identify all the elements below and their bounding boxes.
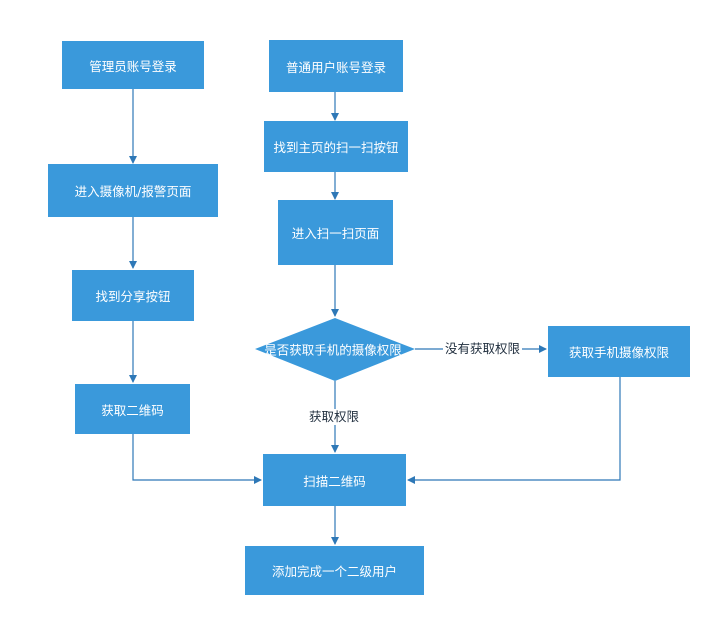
find-scan-button-node: 找到主页的扫一扫按钮 <box>264 121 408 172</box>
enter-scan-page-label: 进入扫一扫页面 <box>291 226 380 241</box>
find-scan-button-label: 找到主页的扫一扫按钮 <box>273 140 399 155</box>
user-login-node: 普通用户账号登录 <box>269 40 403 92</box>
add-sub-user-done-node: 添加完成一个二级用户 <box>245 546 424 595</box>
user-login-label: 普通用户账号登录 <box>285 59 386 75</box>
enter-camera-page-label: 进入摄像机/报警页面 <box>74 184 192 199</box>
admin-login-node: 管理员账号登录 <box>62 41 204 89</box>
scan-qr-code-node: 扫描二维码 <box>263 454 406 506</box>
find-share-button-label: 找到分享按钮 <box>95 289 171 304</box>
edge-get-permission-to-scan <box>407 376 621 484</box>
has-permission-label: 获取权限 <box>309 409 360 425</box>
no-permission-label: 没有获取权限 <box>443 341 523 357</box>
edge-qr-code-to-scan <box>132 434 262 484</box>
add-sub-user-done-label: 添加完成一个二级用户 <box>271 564 397 579</box>
enter-scan-page-node: 进入扫一扫页面 <box>278 200 393 265</box>
enter-camera-page-node: 进入摄像机/报警页面 <box>48 164 218 217</box>
scan-qr-code-label: 扫描二维码 <box>303 473 366 489</box>
decision-label: 是否获取手机的摄像权限 <box>264 342 402 358</box>
decision-diamond <box>255 318 415 381</box>
get-camera-permission-label: 获取手机摄像权限 <box>568 345 669 360</box>
get-camera-permission-node: 获取手机摄像权限 <box>548 326 690 377</box>
find-share-button-node: 找到分享按钮 <box>72 270 194 321</box>
get-qr-code-node: 获取二维码 <box>75 384 190 434</box>
admin-login-label: 管理员账号登录 <box>89 58 177 74</box>
get-qr-code-label: 获取二维码 <box>101 402 164 418</box>
